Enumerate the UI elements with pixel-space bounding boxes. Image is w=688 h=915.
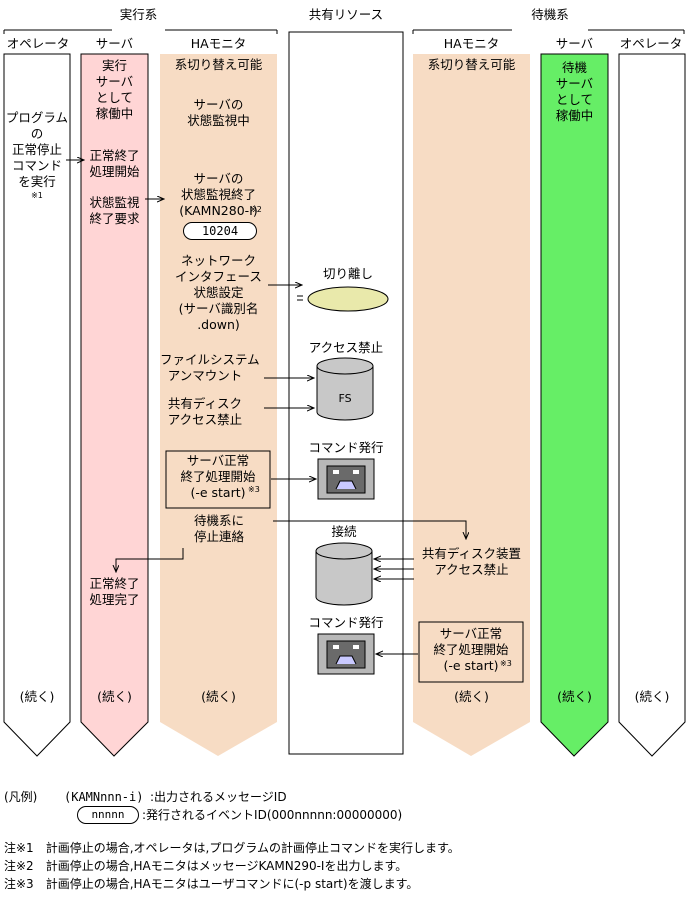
ha-disk-block: 共有ディスク アクセス禁止: [167, 396, 243, 427]
lane-header-active-operator: オペレータ: [6, 36, 70, 51]
group-bracket-standby: [412, 29, 685, 34]
terminal-icon: [317, 633, 375, 675]
lane-standby-operator: [618, 53, 686, 757]
note-2: 注※2 計画停止の場合,HAモニタはメッセージKAMN290-Iを出力します。: [4, 859, 408, 873]
command-box-standby: [418, 621, 524, 683]
note-1: 注※1 計画停止の場合,オペレータは,プログラムの計画停止コマンドを実行します。: [4, 841, 460, 855]
arrow-notify-standby: [273, 520, 466, 539]
operator-stop-command: プログラム の 正常停止 コマンド を実行: [5, 110, 69, 189]
ha-command-note: ※3: [248, 485, 260, 494]
fs-label: FS: [338, 392, 352, 405]
note-3: 注※3 計画停止の場合,HAモニタはユーザコマンドに(-p start)を渡しま…: [4, 877, 419, 891]
continued-active-server: (続く): [97, 689, 132, 704]
ha-monitor-end-note: ※2: [250, 205, 262, 214]
standby-command-box-text: サーバ正常 終了処理開始 (-e start): [433, 626, 509, 673]
ha-switchable-active: 系切り替え可能: [174, 57, 263, 72]
operator-note-1: ※1: [31, 191, 43, 200]
shared-command-issue-2: コマンド発行: [308, 615, 384, 630]
lane-header-standby-operator: オペレータ: [619, 36, 683, 51]
legend-message-desc: :出力されるメッセージID: [150, 790, 287, 804]
ha-monitoring: サーバの 状態監視中: [187, 97, 250, 128]
server-running: 実行 サーバ として 稼働中: [95, 58, 134, 121]
ha-monitor-end: サーバの 状態監視終了 (KAMN280-I): [179, 171, 258, 218]
ha-network-setting: ネットワーク インタフェース 状態設定 (サーバ識別名 .down): [175, 253, 262, 332]
shared-detach: 切り離し: [322, 266, 373, 281]
legend-message-sample: (KAMNnnn-i): [64, 790, 144, 804]
lane-standby-server: [540, 53, 609, 757]
group-title-standby: 待機系: [531, 7, 569, 22]
lane-header-standby-ha: HAモニタ: [443, 36, 500, 51]
legend-event-badge: nnnnn: [77, 806, 139, 824]
disk-cylinder-icon: [316, 357, 374, 421]
ha-command-box-text: サーバ正常 終了処理開始 (-e start): [180, 453, 256, 500]
event-id-badge: 10204: [183, 222, 257, 240]
network-detach: [297, 286, 389, 312]
shared-command-issue-1: コマンド発行: [308, 440, 384, 455]
lane-header-active-server: サーバ: [95, 36, 134, 51]
group-title-shared: 共有リソース: [308, 7, 384, 22]
lane-standby-ha: [413, 54, 530, 756]
continued-standby-operator: (続く): [634, 689, 670, 704]
lane-header-standby-server: サーバ: [555, 36, 594, 51]
command-box-active: [165, 450, 271, 509]
ha-notify-standby: 待機系に 停止連絡: [193, 513, 244, 544]
lane-active-operator: [3, 53, 71, 757]
terminal-icon: [317, 458, 375, 500]
continued-standby-ha: (続く): [454, 689, 489, 704]
shared-access-prohibited: アクセス禁止: [308, 340, 384, 355]
standby-server-running: 待機 サーバ として 稼働中: [555, 60, 594, 123]
shared-connect: 接続: [331, 524, 357, 539]
standby-disk-block: 共有ディスク装置 アクセス禁止: [421, 546, 522, 577]
disk-cylinder-icon: [315, 542, 373, 606]
ha-switchable-standby: 系切り替え可能: [427, 57, 516, 72]
legend-title: (凡例): [4, 790, 38, 804]
server-normal-stop-done: 正常終了 処理完了: [89, 576, 140, 607]
continued-standby-server: (続く): [557, 689, 592, 704]
legend-event-desc: :発行されるイベントID(000nnnnn:00000000): [142, 808, 403, 822]
server-monitor-stop-request: 状態監視 終了要求: [89, 195, 140, 226]
arrow-notify-back: [116, 548, 184, 572]
group-bracket-active: [3, 29, 278, 34]
ha-unmount: ファイルシステム アンマウント: [160, 352, 260, 383]
continued-active-ha: (続く): [201, 689, 236, 704]
continued-active-operator: (続く): [19, 689, 55, 704]
lane-header-active-ha: HAモニタ: [190, 36, 247, 51]
group-title-active: 実行系: [119, 7, 158, 22]
standby-command-note: ※3: [500, 659, 512, 668]
server-normal-stop-start: 正常終了 処理開始: [89, 148, 140, 179]
lane-active-server: [80, 53, 149, 757]
